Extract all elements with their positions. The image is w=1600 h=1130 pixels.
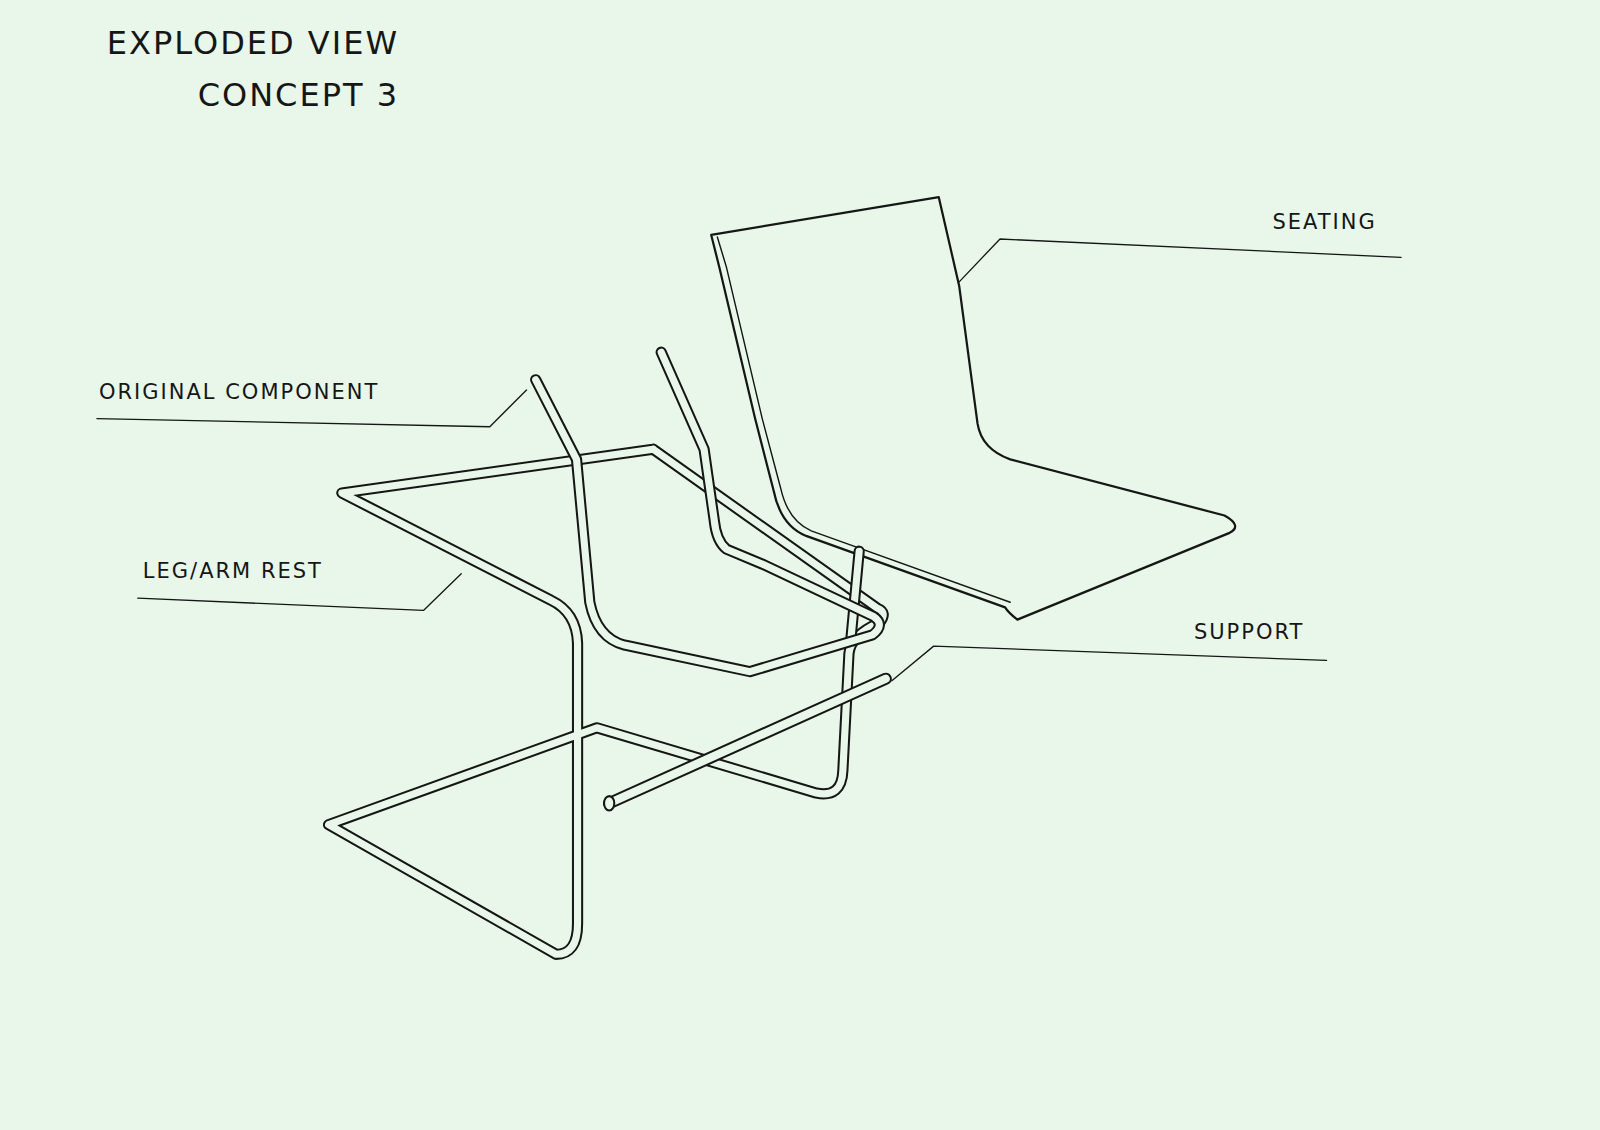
support-bar — [609, 679, 886, 803]
leader-line — [959, 239, 1401, 282]
leg-arm-frame — [329, 449, 884, 954]
seat-edge — [717, 237, 1010, 602]
original-component — [536, 352, 880, 671]
sheet-title: EXPLODED VIEW CONCEPT 3 — [102, 18, 399, 120]
original-component-inner — [536, 352, 880, 671]
part-label: SEATING — [1272, 210, 1376, 234]
rear-leg-inner — [851, 551, 859, 638]
part-label: LEG/ARM REST — [143, 559, 323, 583]
support-bar-inner — [609, 679, 886, 803]
part-label: ORIGINAL COMPONENT — [99, 380, 379, 404]
leader-line — [892, 646, 1327, 681]
rear-leg — [851, 551, 859, 638]
part-label: SUPPORT — [1194, 620, 1304, 644]
leg-arm-frame-inner — [329, 449, 884, 954]
seat-shell — [711, 197, 1235, 619]
support-end — [604, 796, 614, 810]
